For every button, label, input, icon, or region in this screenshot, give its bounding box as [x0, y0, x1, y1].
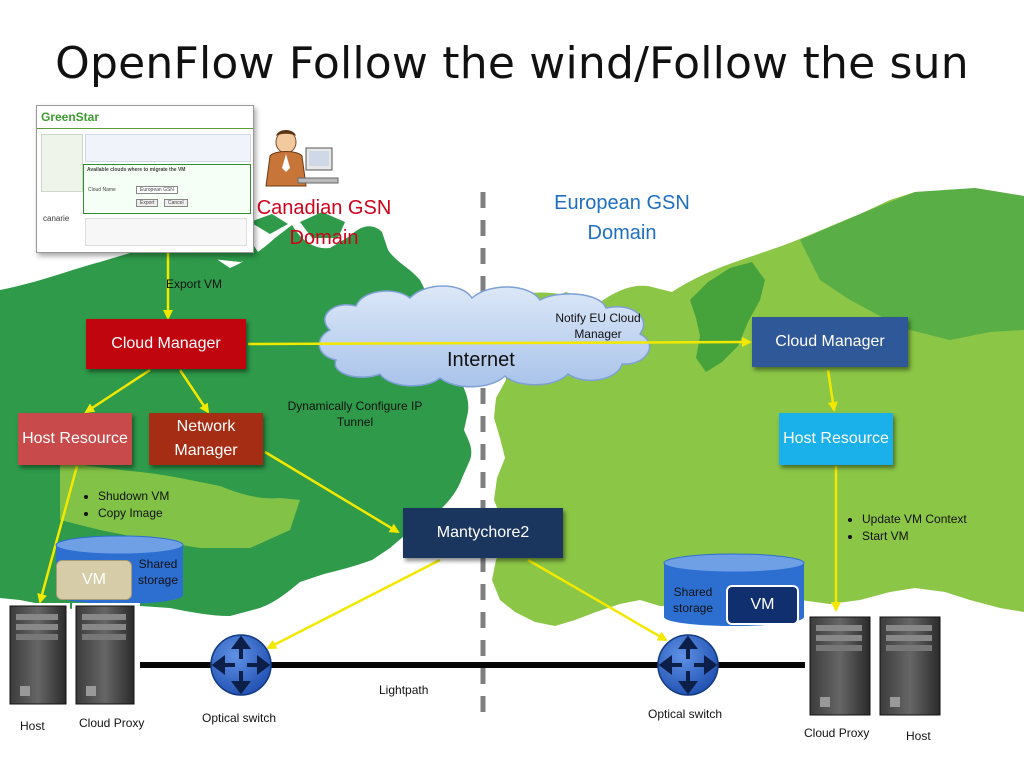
server-tower-icon	[6, 603, 70, 707]
server-tower-icon	[72, 603, 140, 707]
optical-switch-right-label: Optical switch	[648, 707, 723, 721]
ca-cloud-manager-box: Cloud Manager	[86, 319, 246, 369]
list-item: Update VM Context	[862, 511, 967, 528]
person-at-computer-icon	[265, 130, 339, 187]
canarie-logo: canarie	[43, 214, 70, 223]
export-vm-dialog: Available clouds where to migrate the VM…	[83, 164, 251, 214]
optical-switch-icon	[210, 634, 272, 696]
ca-network-manager-box: Network Manager	[149, 413, 263, 465]
list-item: Shudown VM	[98, 488, 169, 505]
server-tower-icon	[876, 614, 946, 718]
internet-cloud	[318, 285, 651, 388]
left-action-list: Shudown VM Copy Image	[86, 488, 169, 522]
left-vm-box: VM	[56, 560, 132, 600]
right-action-list: Update VM Context Start VM	[850, 511, 967, 545]
eu-host-resource-box: Host Resource	[779, 413, 893, 465]
left-shared-storage-label: Shared storage	[137, 557, 179, 587]
right-shared-storage-label: Shared storage	[672, 585, 714, 615]
scandinavia-region	[690, 262, 765, 372]
export-button[interactable]: Export	[136, 199, 159, 207]
russia-north-region	[800, 188, 1024, 340]
notify-eu-label: Notify EU Cloud Manager	[555, 311, 641, 341]
eu-cloud-manager-box: Cloud Manager	[752, 317, 908, 367]
mantychore2-box: Mantychore2	[403, 508, 563, 558]
greenstar-web-ui-thumbnail: GreenStar Available clouds where to migr…	[36, 105, 254, 253]
cloud-name-select[interactable]: European GSN	[136, 186, 178, 194]
greenstar-logo: GreenStar	[41, 110, 100, 124]
flow-arrows	[37, 252, 841, 650]
dynamic-ip-tunnel-label: Dynamically Configure IP Tunnel	[287, 399, 423, 429]
canada-south-region	[60, 460, 300, 548]
cancel-button[interactable]: Cancel	[164, 199, 188, 207]
right-vm-box: VM	[726, 585, 799, 625]
european-domain-label: European GSN Domain	[554, 192, 690, 244]
ca-host-resource-box: Host Resource	[18, 413, 132, 465]
host-right-label: Host	[906, 729, 931, 743]
lightpath-label: Lightpath	[379, 683, 429, 697]
export-vm-label: Export VM	[166, 277, 223, 291]
host-left-label: Host	[20, 719, 45, 733]
internet-label: Internet	[447, 349, 515, 371]
list-item: Copy Image	[98, 505, 169, 522]
server-tower-icon	[806, 614, 876, 718]
optical-switch-icon	[657, 634, 719, 696]
cloud-proxy-right-label: Cloud Proxy	[804, 726, 870, 740]
cloud-proxy-left-label: Cloud Proxy	[79, 716, 145, 730]
optical-switch-left-label: Optical switch	[202, 711, 277, 725]
list-item: Start VM	[862, 528, 967, 545]
page-title: OpenFlow Follow the wind/Follow the sun	[55, 38, 969, 89]
canadian-domain-label: Canadian GSN Domain	[256, 197, 392, 249]
